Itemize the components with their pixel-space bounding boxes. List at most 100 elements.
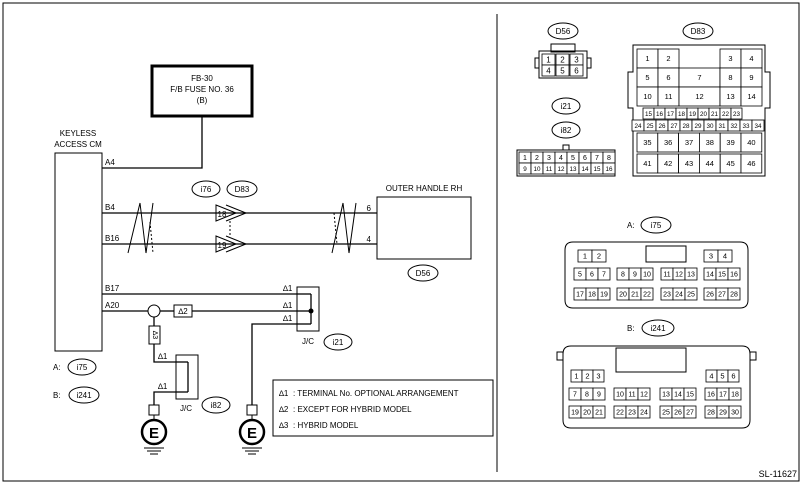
- i75-pin: 9: [633, 272, 637, 279]
- handle-conn: D56: [416, 269, 431, 278]
- connector-chevron-18: 18: [215, 204, 248, 222]
- d83-pin: 45: [726, 159, 734, 168]
- i21-pin: 12: [557, 166, 565, 173]
- pin-19: 19: [218, 241, 227, 250]
- d83-pin: 36: [664, 138, 672, 147]
- conn-d83: D83: [235, 185, 250, 194]
- d83-pin: 34: [754, 123, 762, 130]
- i75-pin: 10: [643, 272, 651, 279]
- i241-pin: 30: [731, 410, 739, 417]
- d83-pin: 40: [747, 138, 755, 147]
- d83-pin: 14: [747, 92, 755, 101]
- i21-pin: 7: [595, 155, 599, 162]
- i75-label: A:: [627, 221, 635, 230]
- d83-pin: 21: [711, 111, 719, 118]
- d83-pin: 11: [665, 92, 673, 101]
- d83-pin: 3: [728, 54, 732, 63]
- conn-i76: i76: [201, 185, 212, 194]
- d83-pin: 15: [645, 111, 653, 118]
- d83-pin: 39: [726, 138, 734, 147]
- d83-pin: 5: [645, 73, 649, 82]
- d83-pin: 38: [706, 138, 714, 147]
- i241-pin: 9: [597, 392, 601, 399]
- i241-pin: 25: [662, 410, 670, 417]
- d83-pin: 8: [728, 73, 732, 82]
- pin-b16: B16: [105, 234, 120, 243]
- i75-pin: 14: [706, 272, 714, 279]
- keyless-label-1: KEYLESS: [60, 129, 96, 138]
- jc1-mark3: ∆1: [283, 314, 293, 323]
- i75-pin: 27: [718, 292, 726, 299]
- handle-pin6: 6: [367, 204, 372, 213]
- jc1-mark2: ∆1: [283, 301, 293, 310]
- i75-pin: 7: [602, 272, 606, 279]
- i241-pin: 6: [731, 372, 735, 381]
- d83-pin: 10: [643, 92, 651, 101]
- i241-title: i241: [650, 324, 666, 333]
- legend-text-2: : EXCEPT FOR HYBRID MODEL: [293, 405, 412, 414]
- d83-title: D83: [691, 27, 706, 36]
- i241-pin: 3: [596, 372, 600, 381]
- i82-title: i82: [561, 126, 572, 135]
- ab-b-conn: i241: [76, 391, 92, 400]
- ab-a-conn: i75: [77, 363, 88, 372]
- i241-pin: 2: [585, 372, 589, 381]
- d83-pin: 4: [749, 54, 753, 63]
- jc-i21: ∆1 ∆1 ∆1 J/C i21: [283, 284, 353, 351]
- diagram-code: SL-11627: [759, 469, 797, 479]
- keyless-label-2: ACCESS CM: [54, 140, 102, 149]
- d83-pin: 28: [682, 123, 690, 130]
- i21-pin: 14: [581, 166, 589, 173]
- i241-label: B:: [627, 324, 635, 333]
- d56-title: D56: [556, 27, 571, 36]
- jc1-mark1: ∆1: [283, 284, 293, 293]
- d83-pin: 22: [722, 111, 730, 118]
- i241-pin: 26: [674, 410, 682, 417]
- i75-pin: 4: [723, 252, 727, 261]
- i241-pin: 19: [571, 410, 579, 417]
- i75-pin: 23: [663, 292, 671, 299]
- d83-pin: 6: [666, 73, 670, 82]
- i75-pin: 3: [709, 252, 713, 261]
- i75-pin: 26: [706, 292, 714, 299]
- i241-pin: 28: [707, 410, 715, 417]
- fuse-box: FB-30 F/B FUSE NO. 36 (B): [150, 64, 254, 118]
- splice-circle: [147, 304, 161, 318]
- legend-mark-1: ∆1: [279, 389, 289, 398]
- i75-pin: 28: [730, 292, 738, 299]
- i241-pin: 27: [686, 410, 694, 417]
- i75-pin: 12: [675, 272, 683, 279]
- i75-pin: 17: [576, 292, 584, 299]
- wire-ground-1: [153, 391, 176, 405]
- pin-a20: A20: [105, 301, 120, 310]
- handle-pin4: 4: [367, 235, 372, 244]
- ab-a-label: A:: [53, 363, 61, 372]
- d83-pin: 44: [706, 159, 714, 168]
- d56-pin: 2: [560, 55, 565, 64]
- jc2-mark2: ∆1: [158, 382, 168, 391]
- conn-d83-oval: [226, 180, 258, 198]
- i75-pin: 1: [583, 252, 587, 261]
- i241-pin: 21: [595, 410, 603, 417]
- i21-pin: 9: [523, 166, 527, 173]
- d83-pin: 46: [747, 159, 755, 168]
- d83-pin: 37: [685, 138, 693, 147]
- pin-b17: B17: [105, 284, 120, 293]
- outer-handle-box: [376, 196, 472, 260]
- fuse-line2: F/B FUSE NO. 36: [170, 85, 234, 94]
- i241-pin: 5: [720, 372, 724, 381]
- d83-pin: 32: [730, 123, 738, 130]
- d83-pin: 24: [634, 123, 642, 130]
- pin-b4: B4: [105, 203, 115, 212]
- i241-pin: 17: [719, 392, 727, 399]
- d83-pin: 33: [742, 123, 750, 130]
- i21-pin: 1: [523, 155, 527, 162]
- d56-pin: 6: [574, 66, 579, 75]
- d83-pin: 13: [726, 92, 734, 101]
- d56-pin: 3: [574, 55, 579, 64]
- i241-pin: 4: [709, 372, 713, 381]
